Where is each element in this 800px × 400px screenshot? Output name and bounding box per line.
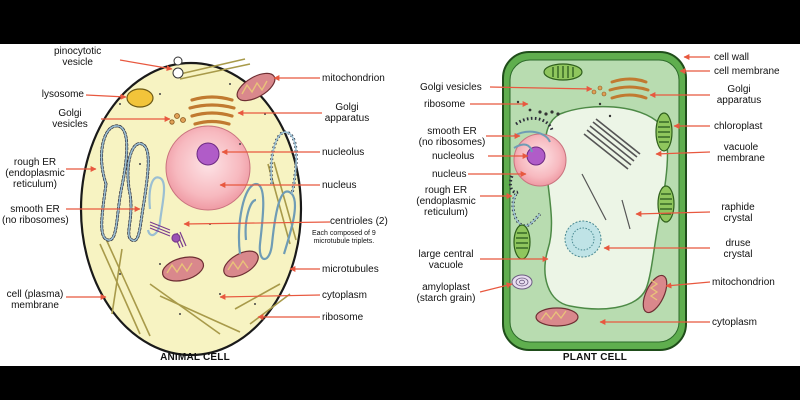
label-animal-microtubules: microtubules [322, 264, 379, 275]
plant-nucleolus [526, 146, 546, 166]
plant-cell-title: PLANT CELL [562, 352, 628, 363]
plant-raphide-crystals [581, 118, 641, 230]
label-plant-central-vacuole: large central vacuole [418, 249, 474, 271]
animal-rough-er-right [269, 130, 298, 195]
animal-rough-er [100, 124, 166, 242]
label-animal-golgi-apparatus: Golgi apparatus [324, 102, 370, 124]
lysosome [126, 88, 154, 108]
label-plant-mitochondrion: mitochondrion [712, 277, 775, 288]
label-plant-cell-membrane: cell membrane [714, 66, 780, 77]
label-animal-rough-er: rough ER (endoplasmic reticulum) [5, 157, 65, 190]
plant-ribosomes [516, 100, 652, 296]
plant-central-vacuole [544, 105, 669, 310]
label-plant-smooth-er: smooth ER (no ribosomes) [418, 126, 486, 148]
animal-golgi-apparatus [188, 95, 236, 126]
label-plant-vacuole-membrane: vacuole membrane [717, 142, 765, 164]
plant-amyloplast [511, 274, 533, 290]
plant-golgi-apparatus [608, 77, 650, 100]
label-plant-golgi-apparatus: Golgi apparatus [716, 84, 762, 106]
label-plant-ribosome: ribosome [424, 99, 466, 110]
label-plant-raphide-crystal: raphide crystal [721, 202, 755, 224]
label-plant-chloroplast: chloroplast [714, 121, 763, 132]
label-animal-centrioles: centrioles (2) [330, 216, 388, 227]
plant-arrows [468, 54, 711, 325]
animal-smooth-er-right [237, 182, 297, 261]
plant-chloroplast-top [543, 63, 583, 81]
animal-nucleus [165, 125, 251, 211]
label-animal-smooth-er: smooth ER (no ribosomes) [2, 204, 69, 226]
plant-mitochondrion-bottom [535, 307, 579, 327]
animal-arrows [66, 59, 331, 320]
label-animal-ribosome: ribosome [322, 312, 364, 323]
pinocytotic-vesicle-2 [173, 56, 183, 66]
animal-mitochondrion-2 [161, 256, 205, 282]
animal-golgi-vesicles [169, 113, 186, 125]
plant-golgi-vesicles [591, 85, 607, 97]
animal-ribosomes [119, 83, 266, 315]
label-animal-centrioles-note: Each composed of 9 microtubule triplets. [312, 230, 376, 245]
label-plant-druse-crystal: druse crystal [723, 238, 753, 260]
label-animal-nucleus: nucleus [322, 180, 357, 191]
label-animal-cell-membrane: cell (plasma) membrane [6, 289, 64, 311]
label-plant-rough-er: rough ER (endoplasmic reticulum) [416, 185, 476, 218]
plant-druse-crystal [564, 220, 602, 258]
label-plant-nucleus: nucleus [432, 169, 467, 180]
animal-cell-title: ANIMAL CELL [160, 352, 230, 363]
label-animal-cytoplasm: cytoplasm [322, 290, 368, 301]
label-plant-cell-wall: cell wall [714, 52, 750, 63]
label-plant-cytoplasm: cytoplasm [712, 317, 758, 328]
label-lysosome: lysosome [41, 89, 84, 100]
label-plant-amyloplast: amyloplast (starch grain) [416, 282, 476, 304]
animal-mitochondrion-3 [223, 250, 259, 278]
animal-cell [66, 56, 331, 357]
label-animal-nucleolus: nucleolus [322, 147, 365, 158]
label-plant-golgi-vesicles: Golgi vesicles [420, 82, 482, 93]
label-animal-golgi-vesicles: Golgi vesicles [52, 108, 88, 130]
label-animal-mitochondrion: mitochondrion [322, 73, 385, 84]
plant-chloroplast-right [655, 112, 673, 152]
plant-chloroplast-right-2 [657, 185, 675, 223]
diagram-panel: pinocytotic vesicle lysosome Golgi vesic… [0, 44, 800, 366]
plant-cell [468, 51, 711, 351]
plant-mitochondrion-right [642, 274, 668, 314]
label-plant-nucleolus: nucleolus [432, 151, 475, 162]
label-pinocytotic-vesicle: pinocytotic vesicle [54, 46, 102, 68]
pinocytotic-vesicle [172, 67, 184, 79]
cell-diagram-svg [66, 51, 711, 357]
plant-chloroplast-left [513, 224, 531, 260]
animal-nucleolus [196, 142, 220, 166]
animal-centrioles [149, 221, 187, 249]
